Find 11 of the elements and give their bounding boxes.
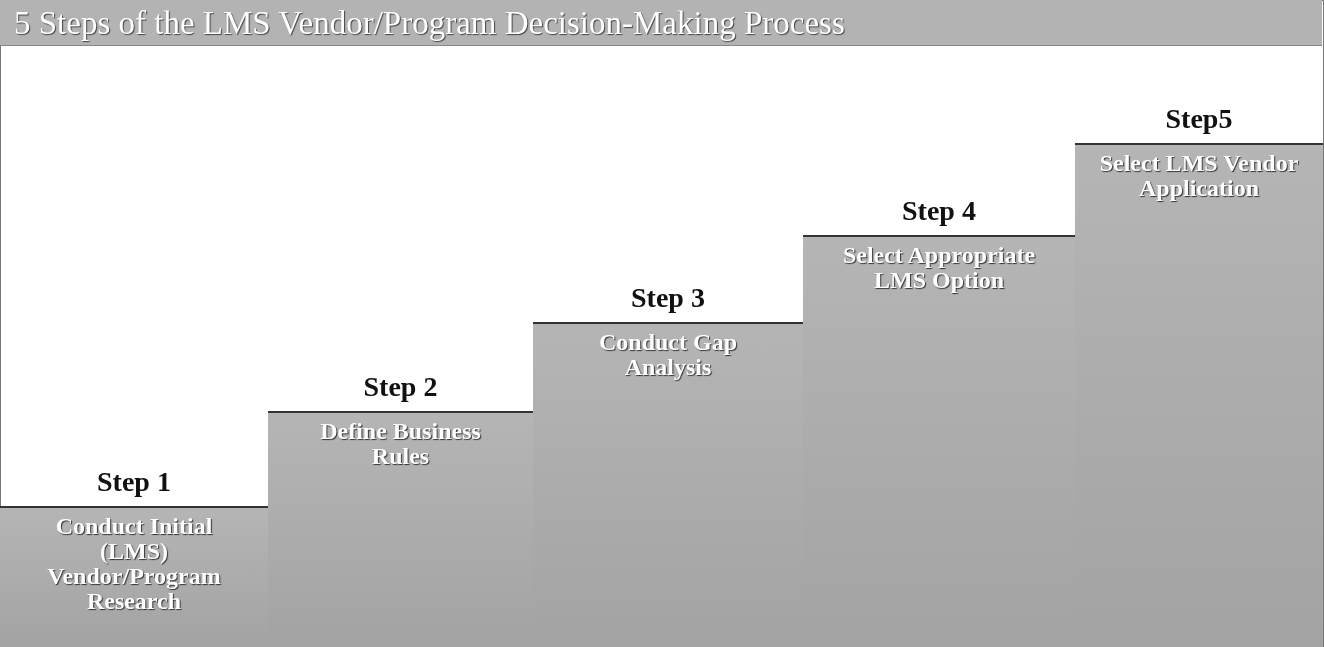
step-description: Define Business Rules xyxy=(319,419,482,469)
step-heading: Step 1 xyxy=(96,465,172,499)
title-banner: 5 Steps of the LMS Vendor/Program Decision-Making Process xyxy=(0,0,1322,46)
step-heading: Step 2 xyxy=(362,370,439,404)
step-heading: Step 4 xyxy=(901,194,977,228)
step-description: Conduct Gap Analysis xyxy=(597,330,738,380)
step-description: Select Appropriate LMS Option xyxy=(841,243,1037,293)
step-description: Select LMS Vendor Application xyxy=(1099,151,1299,201)
step-heading: Step 3 xyxy=(630,281,706,315)
step-description: Conduct Initial (LMS) Vendor/Program Research xyxy=(46,514,222,614)
step-heading: Step5 xyxy=(1164,102,1234,136)
